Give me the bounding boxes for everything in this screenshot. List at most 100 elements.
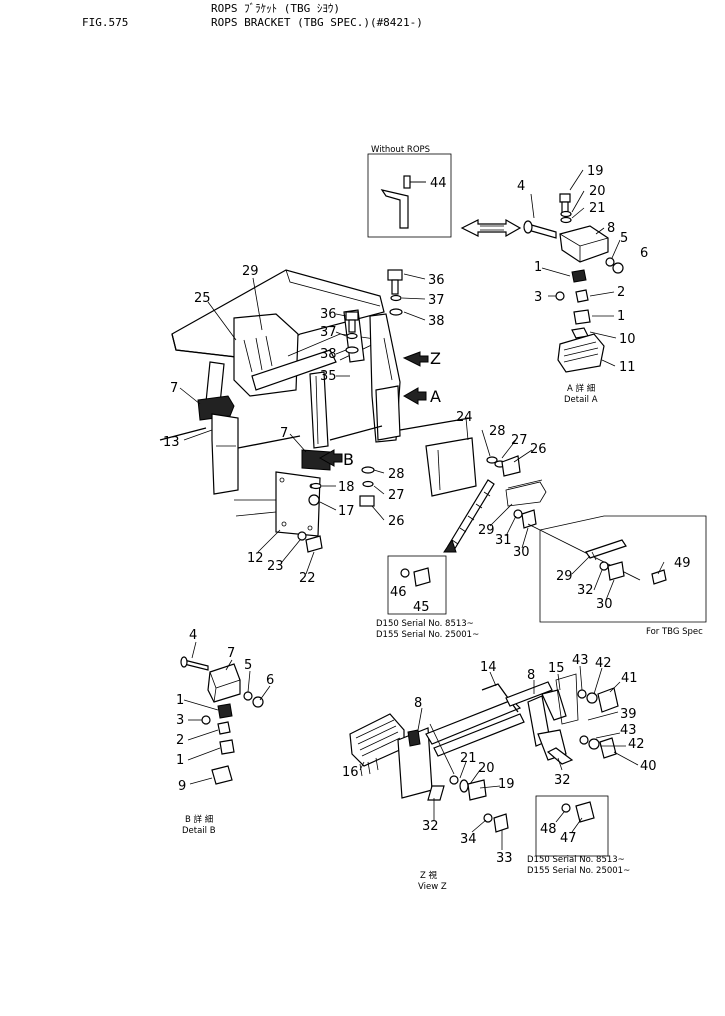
callout-label: 32: [554, 773, 571, 788]
callout-label: 1: [617, 309, 625, 324]
callout-label: 6: [266, 673, 274, 688]
caption-view-z-jp: Z 視: [420, 870, 438, 881]
callout-label: 3: [534, 290, 542, 305]
without-rops-inset: Without ROPS: [367, 145, 452, 238]
double-arrow: [460, 218, 522, 238]
callout-label: 20: [478, 761, 495, 776]
callout-label: 25: [194, 291, 211, 306]
callout-label: 47: [560, 831, 577, 846]
detail-b: [180, 656, 264, 785]
callout-label: 33: [496, 851, 513, 866]
serial-inset-2: [535, 795, 609, 857]
callout-label: 24: [456, 410, 473, 425]
callout-label: 46: [390, 585, 407, 600]
callout-label: 7: [170, 381, 178, 396]
rops-main-frame: [159, 269, 547, 553]
tbg-spec-inset: [527, 515, 707, 623]
callout-label: 8: [414, 696, 422, 711]
callout-label: 4: [189, 628, 197, 643]
title-line-2: ROPS BRACKET (TBG SPEC.)(#8421-): [211, 16, 423, 29]
callout-label: 17: [338, 504, 355, 519]
callout-label: 8: [527, 668, 535, 683]
callout-label: 30: [513, 545, 530, 560]
leader-lines: [179, 169, 665, 850]
callout-label: 26: [388, 514, 405, 529]
callout-label: 28: [388, 467, 405, 482]
callout-label: 37: [428, 293, 445, 308]
callout-label: 45: [413, 600, 430, 615]
callout-label: 9: [178, 779, 186, 794]
caption-detail-a-jp: A 詳 細: [567, 383, 595, 394]
callout-label: 3: [176, 713, 184, 728]
callout-label: 29: [242, 264, 259, 279]
callout-label: 16: [342, 765, 359, 780]
caption-view-z: View Z: [418, 882, 447, 892]
callout-label: 42: [595, 656, 612, 671]
callout-label: 41: [621, 671, 638, 686]
callout-label: 21: [589, 201, 606, 216]
view-label-a: A: [430, 387, 441, 406]
callout-label: 44: [430, 176, 447, 191]
callout-label: 11: [619, 360, 636, 375]
callout-label: 20: [589, 184, 606, 199]
callout-label: 5: [244, 658, 252, 673]
callout-label: 2: [176, 733, 184, 748]
view-z: [349, 673, 619, 833]
callout-label: 40: [640, 759, 657, 774]
callout-label: 43: [572, 653, 589, 668]
callout-label: 27: [388, 488, 405, 503]
callout-label: 7: [227, 646, 235, 661]
callout-label: 34: [460, 832, 477, 847]
callout-label: 1: [176, 693, 184, 708]
callout-label: 12: [247, 551, 264, 566]
callout-label: 10: [619, 332, 636, 347]
callout-label: 1: [534, 260, 542, 275]
view-label-z: Z: [430, 349, 441, 368]
callout-label: 38: [320, 347, 337, 362]
callout-label: 5: [620, 231, 628, 246]
callout-label: 23: [267, 559, 284, 574]
caption-serial-d155-2: D155 Serial No. 25001~: [527, 866, 630, 876]
caption-serial-d150-1: D150 Serial No. 8513~: [376, 619, 474, 629]
callout-label: 1: [176, 753, 184, 768]
callout-label: 39: [620, 707, 637, 722]
callout-label: 29: [556, 569, 573, 584]
callout-label: 19: [587, 164, 604, 179]
callout-label: 27: [511, 433, 528, 448]
callout-label: 14: [480, 660, 497, 675]
callout-label: 38: [428, 314, 445, 329]
caption-serial-d155-1: D155 Serial No. 25001~: [376, 630, 479, 640]
callout-label: 4: [517, 179, 525, 194]
callout-label: 15: [548, 661, 565, 676]
callout-label: 2: [617, 285, 625, 300]
callout-label: 32: [422, 819, 439, 834]
callout-label: 31: [495, 533, 512, 548]
detail-a: [523, 193, 624, 373]
title-line-1: ROPS ﾌﾞﾗｹｯﾄ (TBG ｼﾖｳ): [211, 2, 340, 15]
callout-label: 35: [320, 369, 337, 384]
callout-label: 37: [320, 325, 337, 340]
callout-label: 36: [320, 307, 337, 322]
callout-label: 30: [596, 597, 613, 612]
callout-label: 48: [540, 822, 557, 837]
callout-label: 29: [478, 523, 495, 538]
callout-label: 7: [280, 426, 288, 441]
caption-detail-b-jp: B 詳 細: [185, 814, 213, 825]
callout-label: 8: [607, 221, 615, 236]
callout-label: 18: [338, 480, 355, 495]
caption-for-tbg: For TBG Spec: [646, 627, 703, 637]
callout-label: 43: [620, 723, 637, 738]
callout-label: 36: [428, 273, 445, 288]
callout-label: 32: [577, 583, 594, 598]
callouts: 44 19 4 20 21 8 5 6 1 3 2 1 10 11 29 25 …: [163, 164, 691, 866]
callout-label: 21: [460, 751, 477, 766]
callout-label: 42: [628, 737, 645, 752]
caption-detail-a: Detail A: [564, 395, 598, 405]
callout-label: 22: [299, 571, 316, 586]
figure-number: FIG.575: [82, 16, 129, 29]
callout-label: 6: [640, 246, 648, 261]
serial-inset-1: [387, 555, 447, 615]
caption-serial-d150-2: D150 Serial No. 8513~: [527, 855, 625, 865]
callout-label: 49: [674, 556, 691, 571]
